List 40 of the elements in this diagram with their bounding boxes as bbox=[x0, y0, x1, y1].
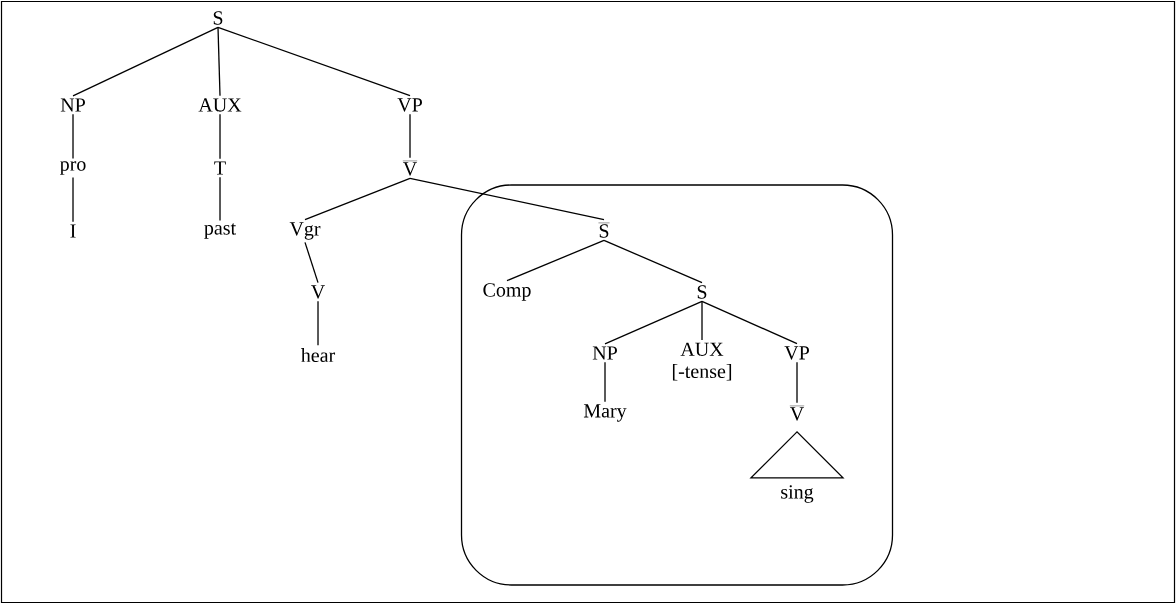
tree-branch bbox=[304, 241, 319, 284]
tree-label: Comp bbox=[483, 283, 531, 301]
tree-label: past bbox=[204, 223, 236, 239]
tree-label: Mary bbox=[583, 404, 627, 422]
tree-label: VP bbox=[784, 346, 809, 360]
tree-branch bbox=[796, 361, 798, 404]
tree-branch bbox=[72, 176, 74, 223]
enclosing-box bbox=[460, 184, 894, 586]
tree-branch bbox=[317, 300, 319, 346]
tree-label: NP bbox=[60, 98, 85, 112]
tree-branch bbox=[603, 239, 703, 284]
tree-branch bbox=[219, 176, 221, 222]
tree-label: VP bbox=[397, 98, 422, 112]
tree-label: hear bbox=[301, 347, 336, 362]
tree-label: Vgr bbox=[289, 222, 321, 240]
tree-label: I bbox=[70, 224, 76, 238]
tree-branch bbox=[701, 300, 798, 345]
tree-label: pro bbox=[60, 161, 86, 175]
tree-branch bbox=[304, 177, 411, 221]
tree-label: S bbox=[598, 222, 610, 238]
tree-label: AUX [-tense] bbox=[672, 342, 732, 381]
tree-label: V bbox=[789, 405, 805, 421]
tree-branch bbox=[217, 26, 221, 97]
tree-branch bbox=[701, 300, 703, 341]
tree-label: S bbox=[697, 285, 707, 299]
tree-label: T bbox=[214, 161, 226, 175]
tree-branch bbox=[409, 177, 605, 221]
tree-branch bbox=[506, 239, 605, 282]
tree-label: S bbox=[213, 11, 223, 25]
tree-branch bbox=[604, 361, 606, 403]
tree-branch bbox=[72, 113, 74, 160]
tree-branch bbox=[72, 26, 219, 97]
tree-branch bbox=[219, 113, 221, 160]
tree-branch bbox=[604, 300, 703, 345]
tree-label: V bbox=[402, 160, 418, 176]
tree-label: NP bbox=[592, 346, 617, 360]
tree-label: AUX bbox=[198, 98, 242, 112]
tree-label: V bbox=[311, 285, 325, 299]
tree-branch bbox=[409, 113, 411, 159]
tree-branch bbox=[217, 26, 411, 97]
